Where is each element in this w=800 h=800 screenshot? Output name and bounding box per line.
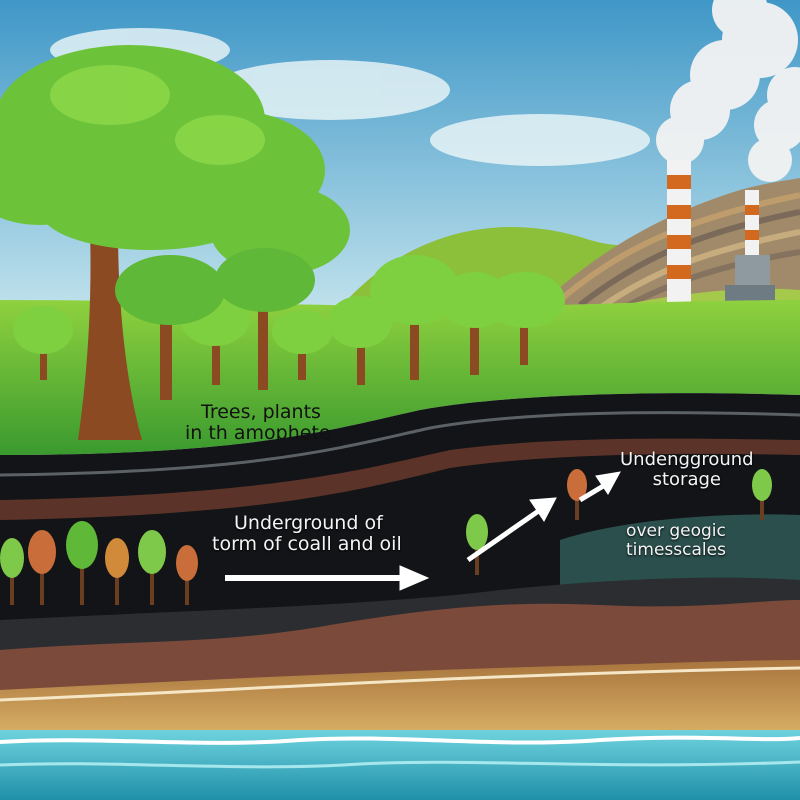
label-trees-plants: Trees, plants in th amophete xyxy=(185,402,331,444)
water-wave-2 xyxy=(0,760,800,769)
fossil-trees xyxy=(0,469,772,605)
label-line: torm of coall and oil xyxy=(212,532,402,555)
smokestack-icon xyxy=(667,160,775,305)
label-line: Trees, plants xyxy=(201,401,321,423)
arrow-icon xyxy=(225,471,621,591)
teal-band xyxy=(560,514,800,585)
mid-trees xyxy=(115,248,315,400)
big-tree xyxy=(0,45,350,440)
label-timescales: over geogic timesscales xyxy=(626,522,726,559)
label-line: over geogic xyxy=(626,521,726,541)
sand-edge xyxy=(0,666,800,702)
label-underground-storage: Undengground storage xyxy=(620,450,754,490)
sand-layer xyxy=(0,660,800,735)
label-line: in th amophete xyxy=(185,421,331,444)
label-line: timesscales xyxy=(626,539,726,560)
label-line: Undengground xyxy=(620,449,754,470)
soil-band xyxy=(0,438,800,520)
water-wave xyxy=(0,735,800,745)
tree-icon xyxy=(13,255,565,385)
label-line: storage xyxy=(652,468,721,490)
coal-top-band xyxy=(0,411,800,477)
label-coal-oil: Underground of torm of coall and oil xyxy=(212,513,402,555)
label-line: Underground of xyxy=(234,512,383,534)
smoke-icon xyxy=(656,0,800,182)
